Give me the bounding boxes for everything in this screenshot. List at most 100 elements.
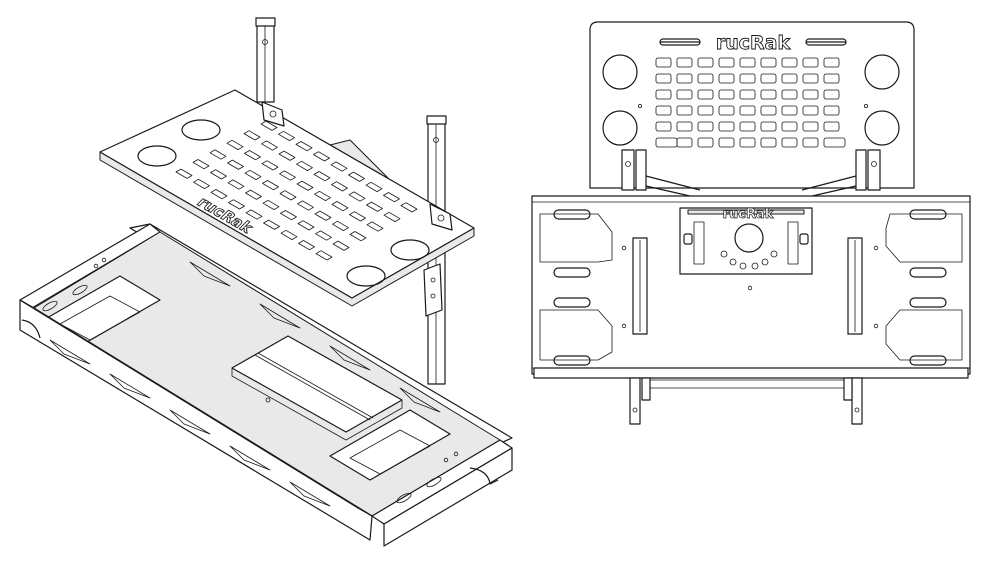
shelf-slot [781,121,798,132]
shelf-slot [676,89,693,100]
shelf-slot [227,179,245,190]
shelf-slot [400,202,418,213]
shelf-slot [718,121,735,132]
shelf-slot [802,89,819,100]
shelf-slot [823,57,840,68]
shelf-slot [823,137,846,148]
shelf-slot [226,139,244,150]
shelf-slot [278,130,295,141]
shelf-slot [739,105,756,116]
shelf-slot [655,57,672,68]
shelf-slot [210,189,228,200]
shelf-slot [366,221,384,232]
shelf-slot [262,180,279,191]
shelf-slot [228,199,245,210]
shelf-slot [210,169,227,180]
isometric-view: rucRak [19,17,513,547]
post-side-plate [423,263,443,317]
shelf-slot [209,149,227,160]
shelf-slot [244,169,262,180]
shelf-slot [383,192,400,203]
shelf-slot [315,250,333,261]
shelf-slot [348,171,365,182]
shelf-slot [315,230,332,241]
shelf-slot [676,137,693,148]
top-shelf-front: rucRak [589,21,915,197]
shelf-slot [349,231,367,242]
shelf-slot [718,89,735,100]
front-view: rucRak [531,21,971,425]
shelf-slot [330,161,348,172]
shelf-slot [655,89,672,100]
shelf-slot [739,89,756,100]
shelf-slot [262,199,280,210]
shelf-slot [718,73,735,84]
shelf-slot [331,201,349,212]
shelf-slot [697,73,714,84]
base-frame-isometric [19,223,513,547]
shelf-slot [296,180,314,191]
shelf-slot [781,57,798,68]
shelf-slot [718,57,735,68]
shelf-logo-front: rucRak [716,32,791,54]
shelf-slot [332,220,349,231]
shelf-slot [243,130,261,141]
shelf-slot [175,168,193,179]
shelf-slot [739,57,756,68]
shelf-slot [781,89,798,100]
shelf-slot [781,73,798,84]
shelf-slot [298,240,315,251]
shelf-slot [823,89,840,100]
shelf-slot [245,209,263,220]
shelf-slot [295,141,313,152]
shelf-slot [802,105,819,116]
shelf-slot [760,121,777,132]
base-frame-front: rucRak [531,195,971,425]
shelf-slot-grid-iso [175,120,418,261]
shelf-slot [697,105,714,116]
upright-post-left [255,17,276,103]
shelf-slot [802,73,819,84]
shelf-slot [332,240,350,251]
shelf-slot [331,181,348,192]
shelf-slot [739,137,756,148]
shelf-slot [655,121,672,132]
shelf-slot [280,210,297,221]
shelf-slot [760,73,777,84]
shelf-slot [739,121,756,132]
shelf-slot [697,89,714,100]
shelf-slot [263,219,280,230]
shelf-slot [739,73,756,84]
mount-logo-front: rucRak [723,207,774,222]
shelf-slot [192,159,210,170]
shelf-slot [260,120,278,131]
shelf-slot [760,105,777,116]
shelf-slot [823,105,840,116]
shelf-slot [697,137,714,148]
shelf-slot [823,121,840,132]
shelf-slot [279,170,296,181]
shelf-slot [366,201,383,212]
shelf-slot [278,150,296,161]
shelf-slot [718,105,735,116]
shelf-slot [193,178,210,189]
shelf-slot [365,181,383,192]
shelf-slot [261,140,278,151]
shelf-slot [245,189,262,200]
shelf-slot [261,160,279,171]
shelf-slot [244,150,261,161]
shelf-slot [297,200,314,211]
shelf-slot [760,137,777,148]
shelf-slot-grid-front [655,57,846,148]
shelf-slot [227,159,244,170]
shelf-slot [802,137,819,148]
shelf-slot [781,137,798,148]
shelf-slot [280,229,298,240]
shelf-slot [314,190,331,201]
shelf-slot [697,57,714,68]
shelf-slot [655,105,672,116]
shelf-slot [760,89,777,100]
shelf-slot [781,105,798,116]
shelf-slot [296,160,313,171]
